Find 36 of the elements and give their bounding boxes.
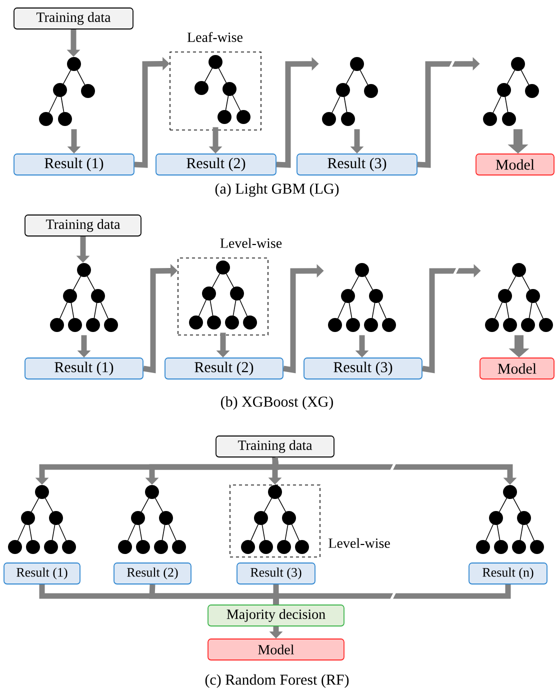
model-box: Model [476,154,554,176]
input-box: Training data [24,214,142,236]
caption: (a) Light GBM (LG) [215,183,339,197]
tree-drawing [241,485,309,554]
frame-label: Leaf-wise [187,32,242,42]
input-box: Training data [14,8,134,30]
result-box: Result (1) [4,562,80,584]
result-box: Result (3) [236,562,316,584]
result-box: Result (2) [156,154,276,176]
tree-drawing [8,485,76,554]
tree-drawing [39,57,95,126]
tree-drawing [322,57,378,126]
model-box: Model [480,358,554,380]
result-box: Result (1) [14,154,134,176]
tree-drawing [328,263,396,332]
result-box: Result (2) [164,358,284,380]
result-box: Result (1) [24,358,144,380]
caption: (b) XGBoost (XG) [221,396,333,410]
tree-drawing [194,55,250,124]
decision-box: Majority decision [208,604,344,626]
input-box: Training data [216,436,334,458]
tree-drawing [483,57,539,126]
result-box: Result (3) [304,358,422,380]
tree-drawing [485,263,553,332]
connector-line [273,584,511,605]
model-box: Model [208,638,344,660]
tree-drawing [50,263,118,332]
tree-drawing [189,260,257,330]
result-box: Result (n) [468,562,548,584]
frame-label: Level-wise [328,538,390,548]
caption: (c) Random Forest (RF) [205,674,349,688]
result-box: Result (3) [296,154,418,176]
tree-drawing [118,485,186,554]
result-box: Result (2) [114,562,192,584]
tree-drawing [476,485,544,554]
frame-label: Level-wise [220,238,282,248]
